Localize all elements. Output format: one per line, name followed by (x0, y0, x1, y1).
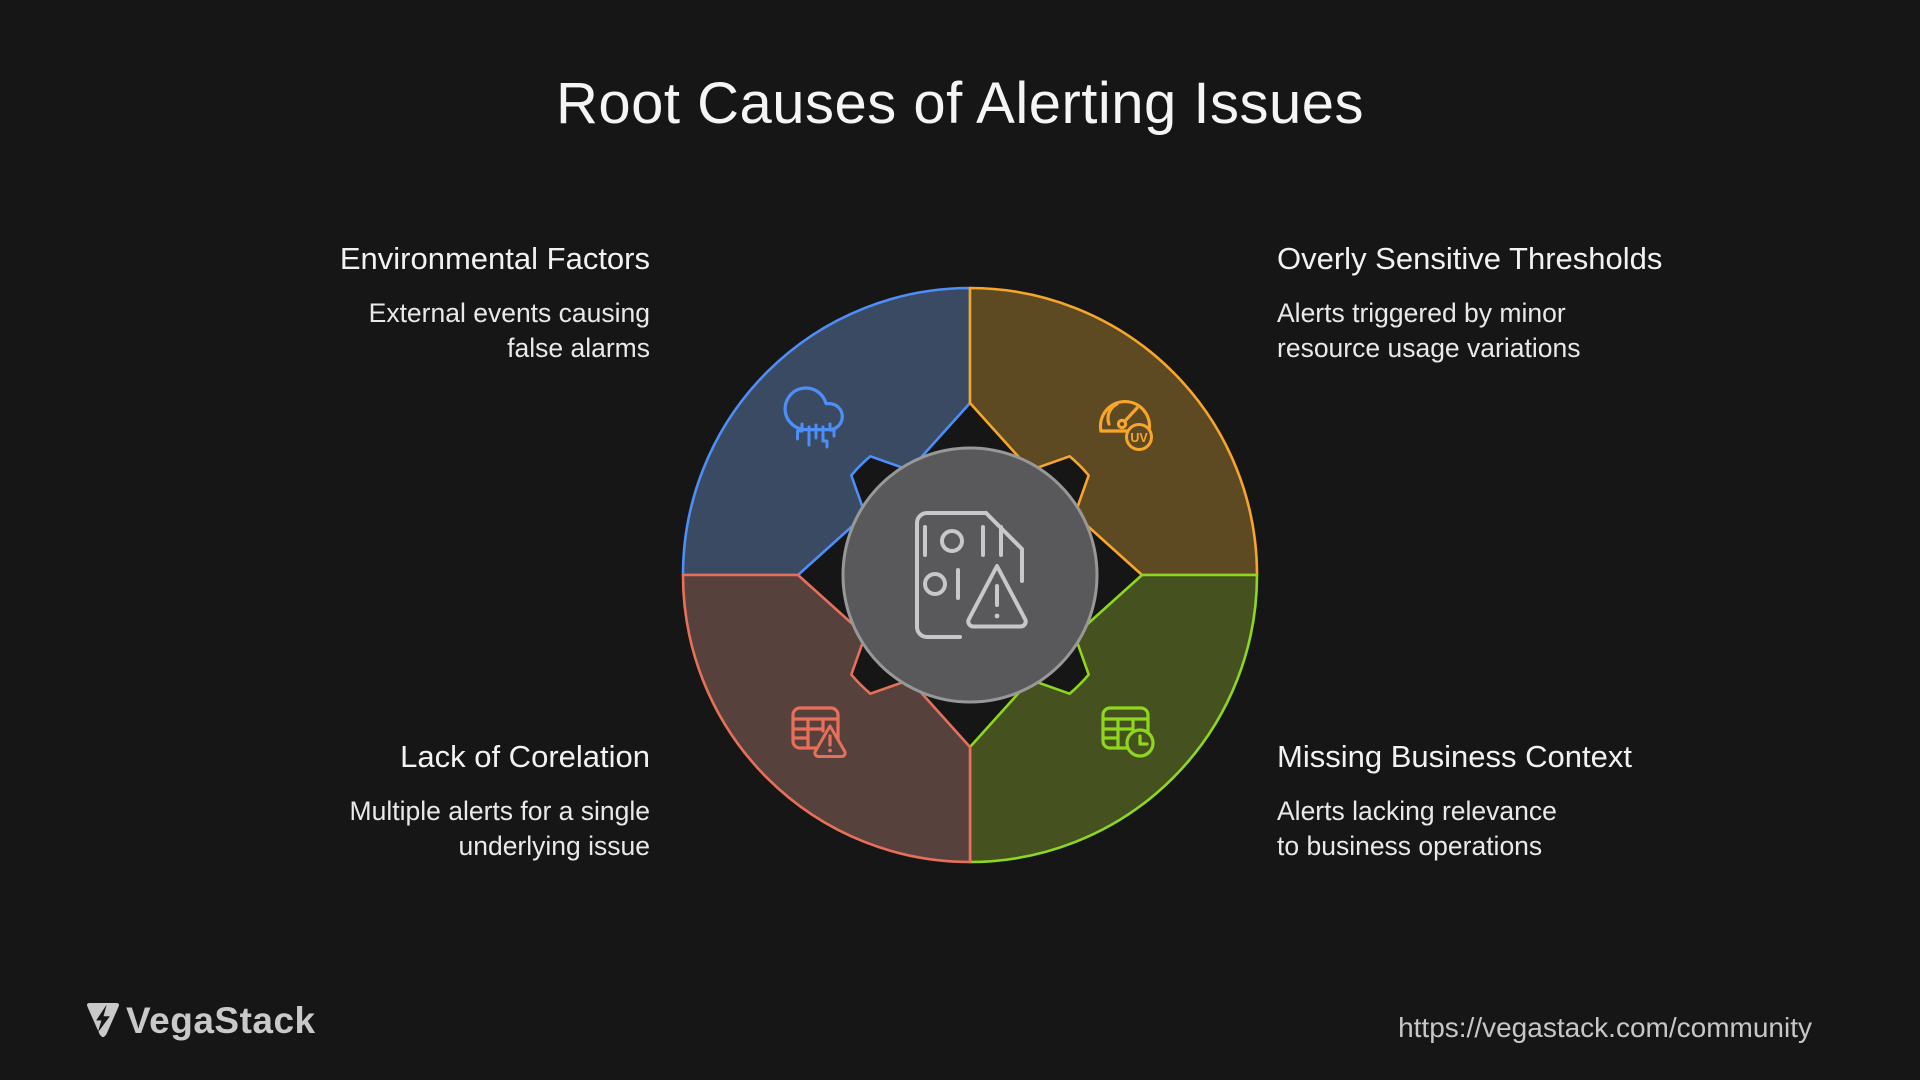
quadrant-description: Alerts lacking relevance to business ope… (1277, 796, 1557, 861)
quadrant-heading: Environmental Factors (339, 241, 650, 276)
quadrant-description: Alerts triggered by minor resource usage… (1277, 298, 1581, 363)
quadrant-heading: Lack of Corelation (400, 739, 650, 774)
binary-document-alert-icon (915, 511, 1028, 639)
cycle-diagram: UV (681, 286, 1259, 864)
label-overly-sensitive-thresholds: Overly Sensitive Thresholds Alerts trigg… (1277, 240, 1737, 366)
center-hub (841, 446, 1099, 704)
table-clock-icon (1101, 706, 1155, 758)
footer-url: https://vegastack.com/community (1398, 1012, 1812, 1043)
quadrant-description: Multiple alerts for a single underlying … (349, 796, 650, 861)
label-environmental-factors: Environmental Factors External events ca… (190, 240, 650, 366)
table-alert-icon (791, 706, 847, 758)
brand-name: VegaStack (126, 1000, 316, 1041)
quadrant-description: External events causing false alarms (368, 298, 650, 363)
quadrant-heading: Overly Sensitive Thresholds (1277, 241, 1663, 276)
segment-environmental-factors (681, 286, 972, 577)
lightning-v-icon (86, 1003, 120, 1038)
cloud-circuit-icon (783, 386, 844, 449)
gauge-badge-text: UV (1130, 431, 1148, 445)
label-lack-of-corelation: Lack of Corelation Multiple alerts for a… (190, 738, 650, 864)
gauge-uv-icon: UV (1098, 399, 1153, 451)
brand-logo: VegaStack (84, 1000, 316, 1042)
label-missing-business-context: Missing Business Context Alerts lacking … (1277, 738, 1737, 864)
page-title: Root Causes of Alerting Issues (555, 71, 1365, 136)
quadrant-heading: Missing Business Context (1277, 739, 1632, 774)
